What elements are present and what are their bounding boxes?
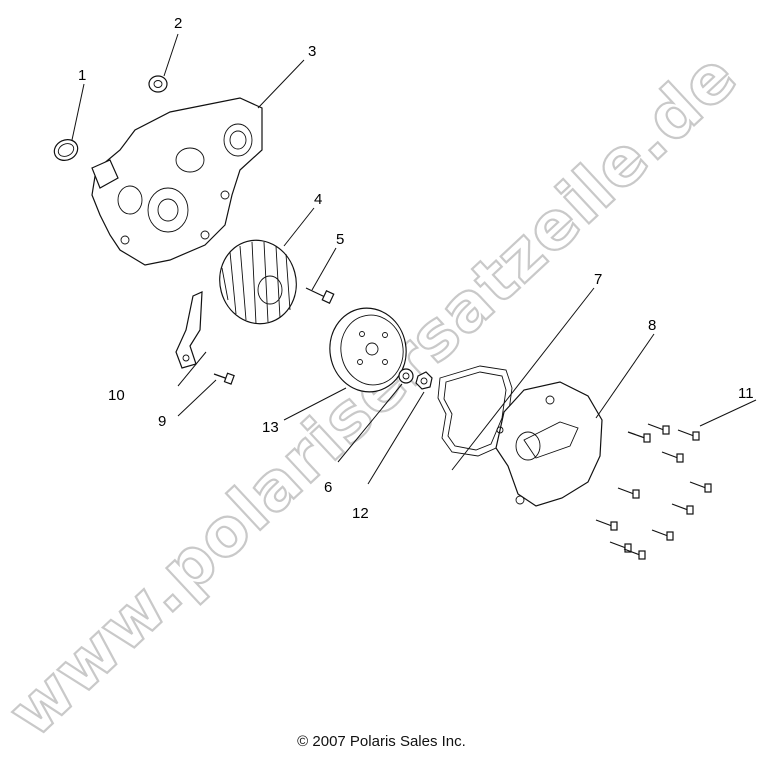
callout-12: 12: [352, 505, 369, 522]
copyright-notice: © 2007 Polaris Sales Inc.: [297, 733, 466, 750]
stator-icon: [219, 239, 297, 325]
callout-8: 8: [648, 317, 656, 334]
bolt-icon: [213, 372, 235, 385]
callout-3: 3: [308, 43, 316, 60]
callout-6: 6: [324, 479, 332, 496]
flywheel-icon: [329, 307, 407, 393]
leader-lines: [71, 33, 757, 485]
callout-9: 9: [158, 413, 166, 430]
nut-icon: [415, 371, 433, 390]
callout-11: 11: [738, 385, 754, 402]
callout-5: 5: [336, 231, 344, 248]
crankcase-icon: [91, 97, 263, 266]
seal-ring-icon: [53, 139, 79, 161]
bracket-icon: [175, 291, 203, 369]
callout-4: 4: [314, 191, 322, 208]
gasket-icon: [437, 365, 513, 457]
washer-icon: [398, 368, 414, 384]
callout-10: 10: [108, 387, 125, 404]
stator-cover-icon: [495, 381, 603, 507]
callout-13: 13: [262, 419, 279, 436]
callout-7: 7: [594, 271, 602, 288]
callout-1: 1: [78, 67, 86, 84]
bearing-icon: [148, 75, 168, 93]
callout-2: 2: [174, 15, 182, 32]
bolt-icon: [305, 287, 335, 305]
bolt-icon: [595, 423, 712, 560]
